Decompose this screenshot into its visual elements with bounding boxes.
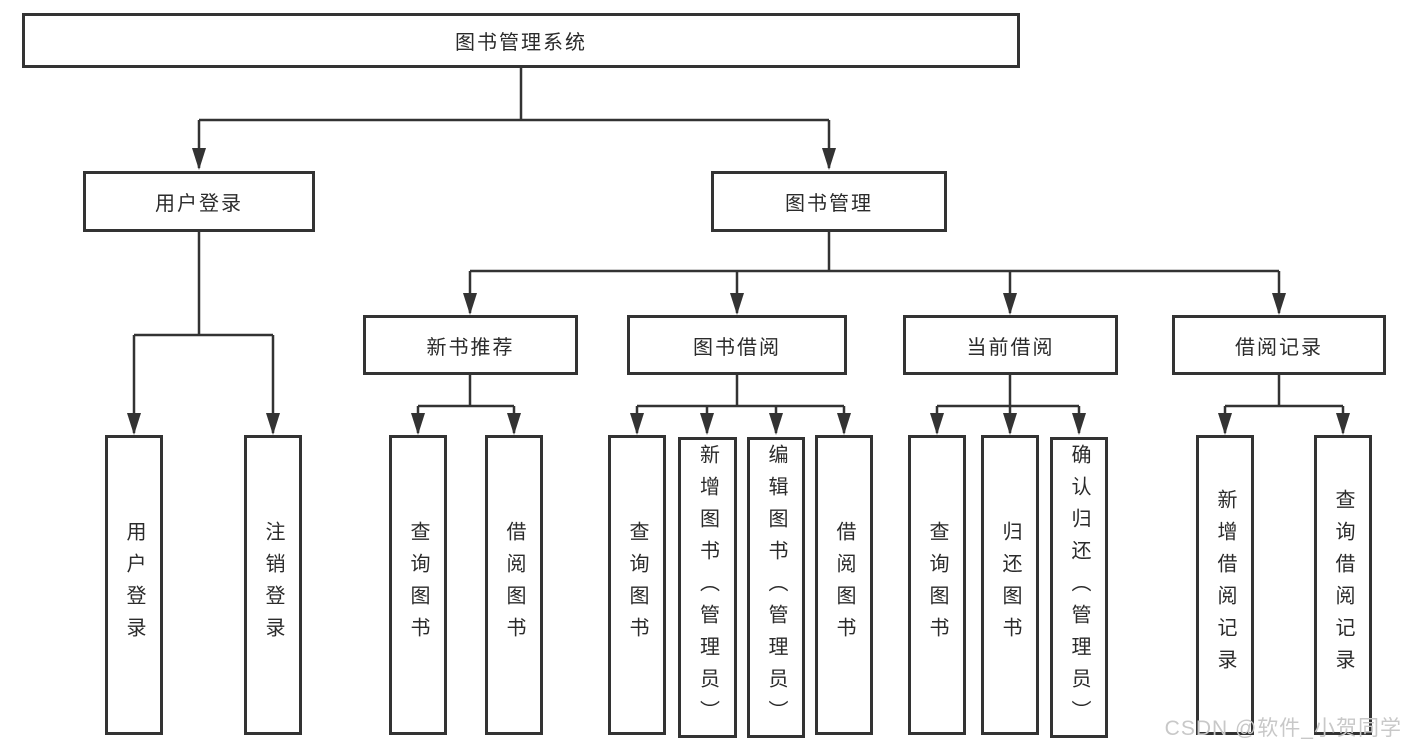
arrow-down-icon — [192, 148, 206, 170]
arrow-down-icon — [700, 413, 714, 435]
arrow-down-icon — [930, 413, 944, 435]
edges-borrow-record-branch — [1218, 375, 1350, 435]
edges-current-borrow-branch — [930, 375, 1086, 435]
leaf-query-books-recommend-label: 查询图书 — [407, 521, 429, 649]
leaf-query-books-borrow-label: 查询图书 — [626, 521, 648, 649]
leaf-query-borrow-record: 查询借阅记录 — [1314, 435, 1372, 735]
arrow-down-icon — [1003, 293, 1017, 315]
arrow-down-icon — [1336, 413, 1350, 435]
edges-book-management-branch — [463, 232, 1286, 315]
arrow-down-icon — [266, 413, 280, 435]
node-new-book-recommend-label: 新书推荐 — [426, 336, 515, 359]
node-current-borrow-label: 当前借阅 — [966, 336, 1055, 359]
leaf-confirm-return-admin-label: 确认归还（管理员） — [1068, 443, 1090, 732]
leaf-query-books-recommend: 查询图书 — [389, 435, 447, 735]
watermark: CSDN @软件_小贺同学 — [1164, 717, 1402, 740]
arrow-down-icon — [630, 413, 644, 435]
leaf-edit-book-admin-label: 编辑图书（管理员） — [765, 443, 787, 732]
node-user-login: 用户登录 — [83, 171, 315, 232]
leaf-query-books-borrow: 查询图书 — [608, 435, 666, 735]
arrow-down-icon — [822, 148, 836, 170]
leaf-user-login: 用户登录 — [105, 435, 163, 735]
arrow-down-icon — [411, 413, 425, 435]
arrow-down-icon — [837, 413, 851, 435]
edges-root-to-branches — [192, 68, 836, 170]
leaf-query-borrow-record-label: 查询借阅记录 — [1332, 489, 1354, 681]
leaf-borrow-books: 借阅图书 — [815, 435, 873, 735]
arrow-down-icon — [507, 413, 521, 435]
arrow-down-icon — [730, 293, 744, 315]
arrow-down-icon — [769, 413, 783, 435]
leaf-edit-book-admin: 编辑图书（管理员） — [747, 437, 805, 738]
leaf-borrow-books-recommend: 借阅图书 — [485, 435, 543, 735]
node-book-borrow-label: 图书借阅 — [693, 336, 781, 359]
node-user-login-label: 用户登录 — [155, 193, 243, 215]
edges-book-borrow-branch — [630, 375, 851, 435]
node-current-borrow: 当前借阅 — [903, 315, 1118, 375]
arrow-down-icon — [1218, 413, 1232, 435]
leaf-add-borrow-record-label: 新增借阅记录 — [1214, 489, 1236, 681]
node-book-management: 图书管理 — [711, 171, 947, 232]
arrow-down-icon — [1272, 293, 1286, 315]
arrow-down-icon — [1003, 413, 1017, 435]
leaf-add-book-admin-label: 新增图书（管理员） — [696, 443, 719, 732]
node-root-system: 图书管理系统 — [22, 13, 1020, 68]
node-root-system-label: 图书管理系统 — [455, 32, 587, 54]
leaf-return-book-label: 归还图书 — [999, 521, 1021, 649]
leaf-add-book-admin: 新增图书（管理员） — [678, 437, 737, 738]
leaf-return-book: 归还图书 — [981, 435, 1039, 735]
leaf-borrow-books-recommend-label: 借阅图书 — [503, 521, 525, 649]
arrow-down-icon — [127, 413, 141, 435]
leaf-confirm-return-admin: 确认归还（管理员） — [1050, 437, 1108, 738]
arrow-down-icon — [463, 293, 477, 315]
leaf-logout: 注销登录 — [244, 435, 302, 735]
edges-new-book-branch — [411, 375, 521, 435]
node-borrow-record-label: 借阅记录 — [1235, 336, 1323, 359]
leaf-query-books-current-label: 查询图书 — [926, 521, 948, 649]
node-new-book-recommend: 新书推荐 — [363, 315, 578, 375]
arrow-down-icon — [1072, 413, 1086, 435]
leaf-query-books-current: 查询图书 — [908, 435, 966, 735]
leaf-user-login-label: 用户登录 — [123, 521, 145, 649]
leaf-logout-label: 注销登录 — [262, 521, 284, 649]
node-book-management-label: 图书管理 — [785, 193, 873, 215]
node-borrow-record: 借阅记录 — [1172, 315, 1386, 375]
edges-user-login-branch — [127, 232, 280, 435]
node-book-borrow: 图书借阅 — [627, 315, 847, 375]
leaf-add-borrow-record: 新增借阅记录 — [1196, 435, 1254, 735]
leaf-borrow-books-label: 借阅图书 — [833, 521, 855, 649]
